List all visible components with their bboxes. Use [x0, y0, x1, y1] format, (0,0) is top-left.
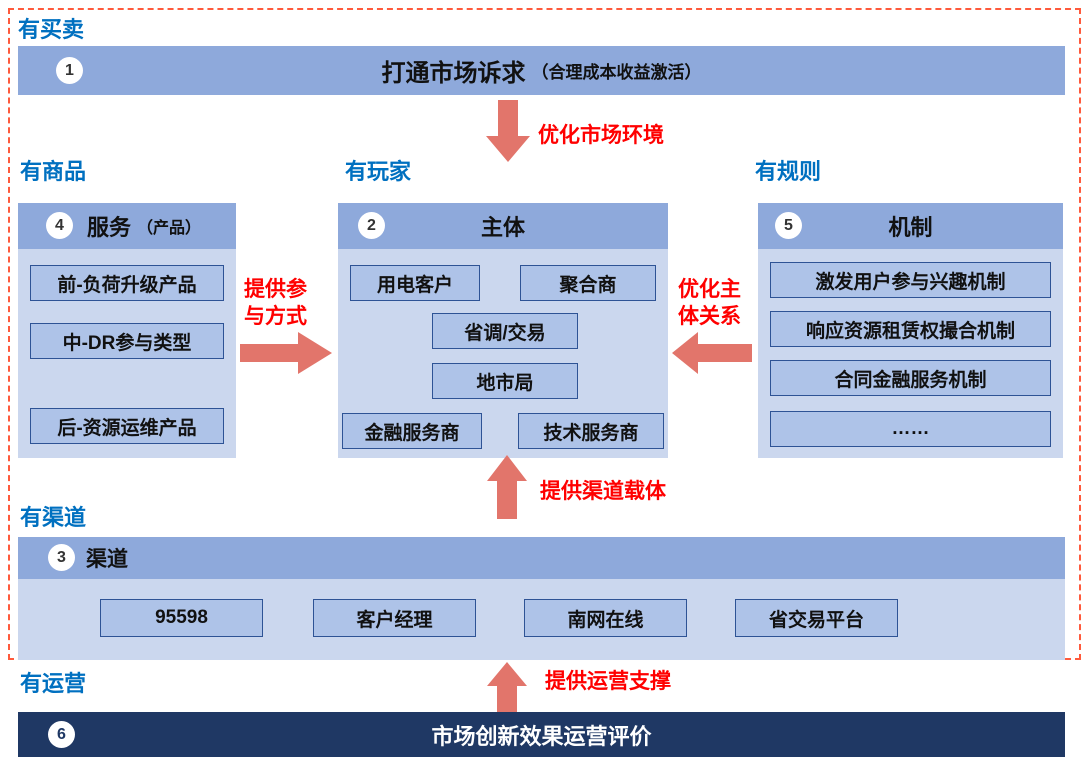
left-arrow-icon — [672, 332, 752, 374]
circled-number-2: 2 — [358, 212, 385, 239]
subject-item: 地市局 — [432, 363, 578, 399]
subject-item: 金融服务商 — [342, 413, 482, 449]
circled-number-6: 6 — [48, 721, 75, 748]
arrow-label-relation-line1: 优化主 — [678, 278, 741, 301]
subject-item: 聚合商 — [520, 265, 656, 301]
mechanism-item: 激发用户参与兴趣机制 — [770, 262, 1051, 298]
subject-item: 省调/交易 — [432, 313, 578, 349]
subject-item: 技术服务商 — [518, 413, 664, 449]
service-item: 中-DR参与类型 — [30, 323, 224, 359]
evaluation-bar-title: 市场创新效果运营评价 — [431, 723, 652, 749]
label-rules: 有规则 — [755, 159, 822, 184]
arrow-label-channel-carrier: 提供渠道载体 — [540, 480, 666, 503]
label-players: 有玩家 — [345, 159, 412, 184]
channel-item: 南网在线 — [524, 599, 687, 637]
mechanism-panel-body: 激发用户参与兴趣机制 响应资源租赁权撮合机制 合同金融服务机制 …… — [758, 249, 1063, 458]
label-trade: 有买卖 — [18, 17, 85, 42]
arrow-label-participation-line2: 与方式 — [244, 305, 307, 328]
channel-panel: 3 渠道 95598 客户经理 南网在线 省交易平台 — [18, 537, 1065, 660]
subject-panel-title: 主体 — [480, 215, 525, 240]
mechanism-panel: 5 机制 激发用户参与兴趣机制 响应资源租赁权撮合机制 合同金融服务机制 …… — [758, 203, 1063, 458]
label-goods: 有商品 — [20, 159, 87, 184]
label-operation: 有运营 — [20, 671, 87, 696]
mechanism-panel-title: 机制 — [888, 215, 933, 240]
subject-panel-body: 用电客户 聚合商 省调/交易 地市局 金融服务商 技术服务商 — [338, 249, 668, 458]
mechanism-item: …… — [770, 411, 1051, 447]
evaluation-bar: 6 市场创新效果运营评价 — [18, 712, 1065, 757]
mechanism-item: 响应资源租赁权撮合机制 — [770, 311, 1051, 347]
top-banner: 1 打通市场诉求 （合理成本收益激活） — [18, 46, 1065, 95]
service-panel-title: 服务 — [86, 215, 131, 240]
channel-item: 省交易平台 — [735, 599, 898, 637]
arrow-label-operation-support: 提供运营支撑 — [545, 670, 671, 693]
channel-panel-header: 3 渠道 — [18, 537, 1065, 579]
channel-panel-title: 渠道 — [86, 548, 128, 571]
down-arrow-icon — [486, 100, 530, 162]
arrow-label-relation: 优化主 体关系 — [678, 276, 741, 330]
label-channel: 有渠道 — [20, 505, 87, 530]
channel-item: 客户经理 — [313, 599, 476, 637]
service-panel-note: （产品） — [137, 220, 202, 237]
up-arrow-icon — [487, 662, 527, 716]
channel-panel-body: 95598 客户经理 南网在线 省交易平台 — [18, 579, 1065, 660]
top-banner-note: （合理成本收益激活） — [531, 63, 702, 82]
circled-number-3: 3 — [48, 544, 75, 571]
service-item: 前-负荷升级产品 — [30, 265, 224, 301]
circled-number-4: 4 — [46, 212, 73, 239]
service-panel-body: 前-负荷升级产品 中-DR参与类型 后-资源运维产品 — [18, 249, 236, 458]
service-panel: 4 服务 （产品） 前-负荷升级产品 中-DR参与类型 后-资源运维产品 — [18, 203, 236, 458]
circled-number-1: 1 — [56, 57, 83, 84]
subject-panel-header: 2 主体 — [338, 203, 668, 249]
arrow-label-participation-line1: 提供参 — [244, 278, 307, 301]
arrow-label-relation-line2: 体关系 — [678, 305, 741, 328]
up-arrow-icon — [487, 455, 527, 519]
mechanism-panel-header: 5 机制 — [758, 203, 1063, 249]
subject-panel: 2 主体 用电客户 聚合商 省调/交易 地市局 金融服务商 技术服务商 — [338, 203, 668, 458]
channel-item: 95598 — [100, 599, 263, 637]
circled-number-5: 5 — [775, 212, 802, 239]
service-panel-header: 4 服务 （产品） — [18, 203, 236, 249]
right-arrow-icon — [240, 332, 332, 374]
arrow-label-participation: 提供参 与方式 — [244, 276, 307, 330]
service-item: 后-资源运维产品 — [30, 408, 224, 444]
arrow-label-market-env: 优化市场环境 — [538, 124, 664, 147]
subject-item: 用电客户 — [350, 265, 480, 301]
top-banner-title: 打通市场诉求 — [381, 60, 526, 87]
mechanism-item: 合同金融服务机制 — [770, 360, 1051, 396]
